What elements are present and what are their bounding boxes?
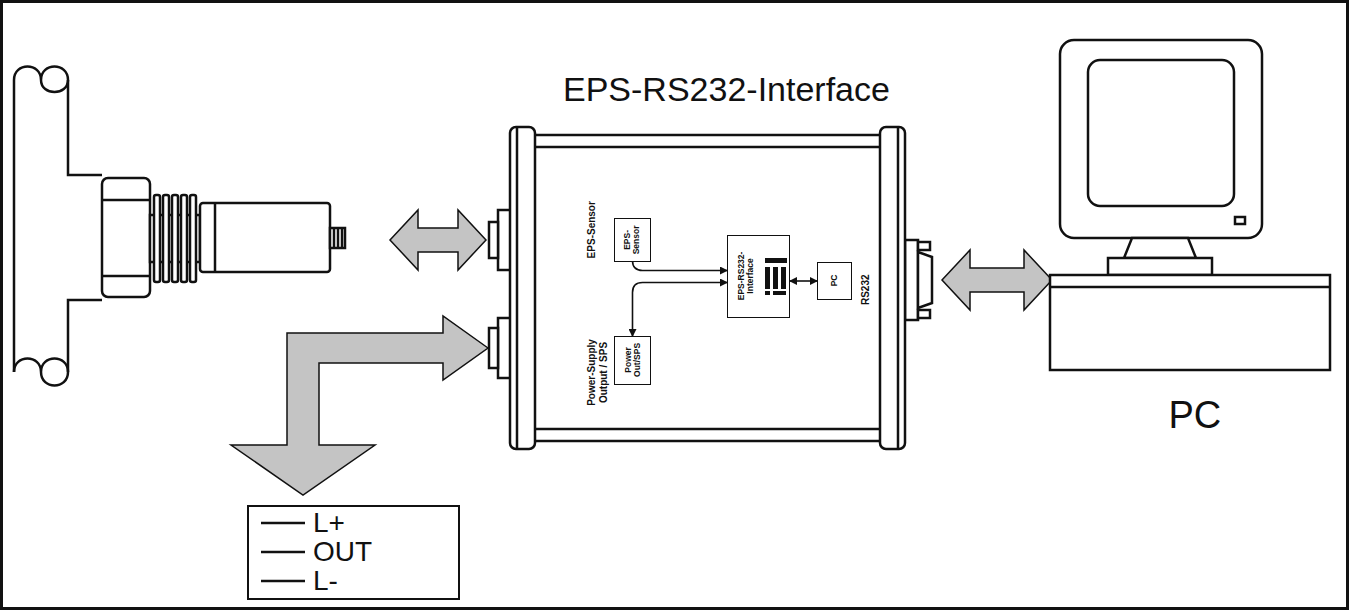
signal-connector bbox=[790, 280, 817, 282]
port-label: EPS-Sensor bbox=[586, 190, 598, 270]
pc-block: PC bbox=[817, 262, 852, 300]
computer bbox=[1235, 217, 1245, 224]
device-label: PC bbox=[1169, 394, 1222, 437]
pressure-sensor bbox=[102, 199, 150, 202]
housing-connector bbox=[489, 222, 498, 258]
pressure-sensor bbox=[102, 275, 150, 278]
pressure-sensor bbox=[190, 195, 196, 282]
block-label: EPS-Sensor bbox=[623, 220, 641, 258]
interface-block: EPS-RS232-Interface bbox=[727, 235, 790, 318]
housing-outline bbox=[510, 127, 905, 449]
rs232-connector bbox=[918, 252, 932, 308]
sensor-link-arrow bbox=[390, 210, 486, 270]
pressure-sensor bbox=[333, 228, 336, 248]
pressure-sensor bbox=[337, 228, 340, 248]
computer bbox=[1108, 258, 1212, 275]
computer bbox=[1060, 40, 1262, 238]
sensor-block: EPS-Sensor bbox=[614, 218, 651, 262]
computer bbox=[1124, 238, 1196, 258]
interface-housing: EPS-SensorEPS-RS232-InterfacePCPower Out… bbox=[505, 125, 910, 450]
block-label: PC bbox=[830, 264, 839, 296]
signal-name: L- bbox=[313, 567, 338, 595]
port-label: Power-Supply Output / SPS bbox=[586, 330, 609, 414]
wire-lines bbox=[261, 522, 305, 525]
computer bbox=[1050, 275, 1330, 370]
pipe bbox=[13, 80, 16, 372]
housing-outline bbox=[535, 146, 880, 149]
pipe bbox=[14, 67, 68, 93]
pressure-sensor bbox=[330, 228, 345, 248]
pipe bbox=[14, 359, 68, 386]
pressure-sensor bbox=[163, 195, 169, 282]
housing-outline bbox=[516, 127, 519, 449]
signal-name: L+ bbox=[313, 509, 345, 537]
pressure-sensor bbox=[214, 203, 217, 272]
block-label: Power Out/SPS bbox=[623, 338, 641, 381]
wire-lines bbox=[261, 580, 305, 583]
terminal-box: L+OUTL- bbox=[247, 505, 460, 600]
computer bbox=[1050, 40, 1330, 370]
logo-mark bbox=[765, 291, 770, 295]
pressure-sensor bbox=[102, 178, 345, 297]
housing-outline bbox=[520, 135, 890, 441]
pc-link-arrow bbox=[942, 250, 1052, 310]
housing-outline bbox=[897, 127, 900, 449]
pressure-sensor bbox=[154, 195, 196, 282]
pressure-sensor bbox=[172, 195, 178, 282]
pressure-sensor bbox=[200, 203, 330, 272]
computer bbox=[1050, 286, 1330, 289]
computer bbox=[1088, 60, 1234, 206]
housing-outline bbox=[535, 428, 880, 431]
logo-mark bbox=[773, 291, 786, 295]
signal-name: OUT bbox=[313, 538, 372, 566]
pressure-sensor bbox=[154, 195, 160, 282]
logo-mark bbox=[765, 258, 787, 263]
rs232-connector bbox=[918, 310, 930, 318]
port-label: RS232 bbox=[860, 260, 872, 320]
housing-title: EPS-RS232-Interface bbox=[563, 70, 890, 109]
logo-mark bbox=[764, 256, 788, 296]
logo-mark bbox=[765, 267, 770, 289]
logo-mark bbox=[781, 267, 786, 289]
rs232-connector bbox=[905, 240, 932, 320]
pipe bbox=[68, 300, 102, 372]
pressure-sensor bbox=[102, 178, 150, 297]
housing-outline bbox=[880, 127, 905, 449]
pipe bbox=[14, 67, 102, 386]
wire-lines bbox=[261, 551, 305, 554]
pressure-sensor bbox=[181, 195, 187, 282]
logo-mark bbox=[765, 258, 787, 295]
logo-mark bbox=[773, 267, 778, 289]
pipe bbox=[68, 80, 102, 175]
power-block: Power Out/SPS bbox=[614, 336, 651, 385]
housing-outline bbox=[510, 127, 535, 449]
rs232-connector bbox=[918, 242, 930, 250]
wire-lines bbox=[249, 507, 309, 598]
housing-connector bbox=[489, 328, 498, 368]
pressure-sensor bbox=[341, 228, 344, 248]
rs232-connector bbox=[905, 240, 918, 320]
power-arrow bbox=[231, 316, 488, 495]
block-label: EPS-RS232-Interface bbox=[736, 237, 754, 314]
